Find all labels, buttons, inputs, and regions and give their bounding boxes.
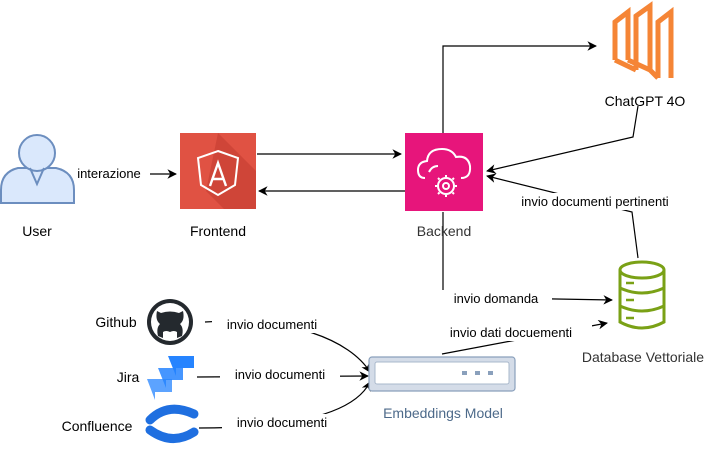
chatgpt-node[interactable]: ChatGPT 4O: [605, 1, 686, 109]
user-label: User: [22, 223, 52, 239]
github-node[interactable]: Github: [95, 299, 193, 345]
chatgpt-icon: [612, 1, 674, 80]
edge-label-interazione: interazione: [77, 166, 141, 181]
user-icon: [0, 134, 75, 204]
database-icon: [618, 260, 666, 330]
chatgpt-label: ChatGPT 4O: [605, 93, 686, 109]
confluence-node[interactable]: Confluence: [62, 404, 199, 443]
server-icon: [368, 356, 516, 392]
database-label: Database Vettoriale: [582, 349, 704, 365]
backend-node[interactable]: Backend: [405, 133, 483, 239]
cloud-gear-icon: [416, 147, 472, 197]
edge-label-invio-dati-docuementi: invio dati docuementi: [450, 325, 572, 340]
user-node[interactable]: User: [0, 134, 75, 239]
database-node[interactable]: Database Vettoriale: [582, 260, 704, 365]
confluence-icon: [145, 404, 199, 443]
edge-chatgpt-backend[interactable]: [486, 105, 639, 174]
edge-database-backend[interactable]: [486, 173, 639, 259]
edge-labels: interazione invio documenti pertinenti i…: [68, 165, 690, 431]
edge-label-jira-invio-documenti: invio documenti: [235, 367, 325, 382]
edge-label-invio-domanda: invio domanda: [454, 291, 539, 306]
edge-label-invio-documenti-pertinenti: invio documenti pertinenti: [521, 194, 669, 209]
angular-icon: [196, 149, 240, 197]
embeddings-node[interactable]: Embeddings Model: [368, 356, 516, 421]
edges: [57, 41, 639, 429]
jira-node[interactable]: Jira: [117, 356, 194, 400]
edge-label-confluence-invio-documenti: invio documenti: [237, 415, 327, 430]
backend-tile: [405, 133, 483, 211]
jira-icon: [147, 356, 194, 400]
github-icon: [147, 299, 193, 345]
jira-label: Jira: [117, 369, 140, 385]
backend-label: Backend: [417, 223, 471, 239]
frontend-node[interactable]: Frontend: [180, 133, 256, 239]
frontend-label: Frontend: [190, 223, 246, 239]
edge-label-github-invio-documenti: invio documenti: [227, 317, 317, 332]
embeddings-label: Embeddings Model: [383, 405, 503, 421]
edge-backend-chatgpt[interactable]: [442, 41, 597, 133]
github-label: Github: [95, 314, 136, 330]
confluence-label: Confluence: [62, 418, 133, 434]
